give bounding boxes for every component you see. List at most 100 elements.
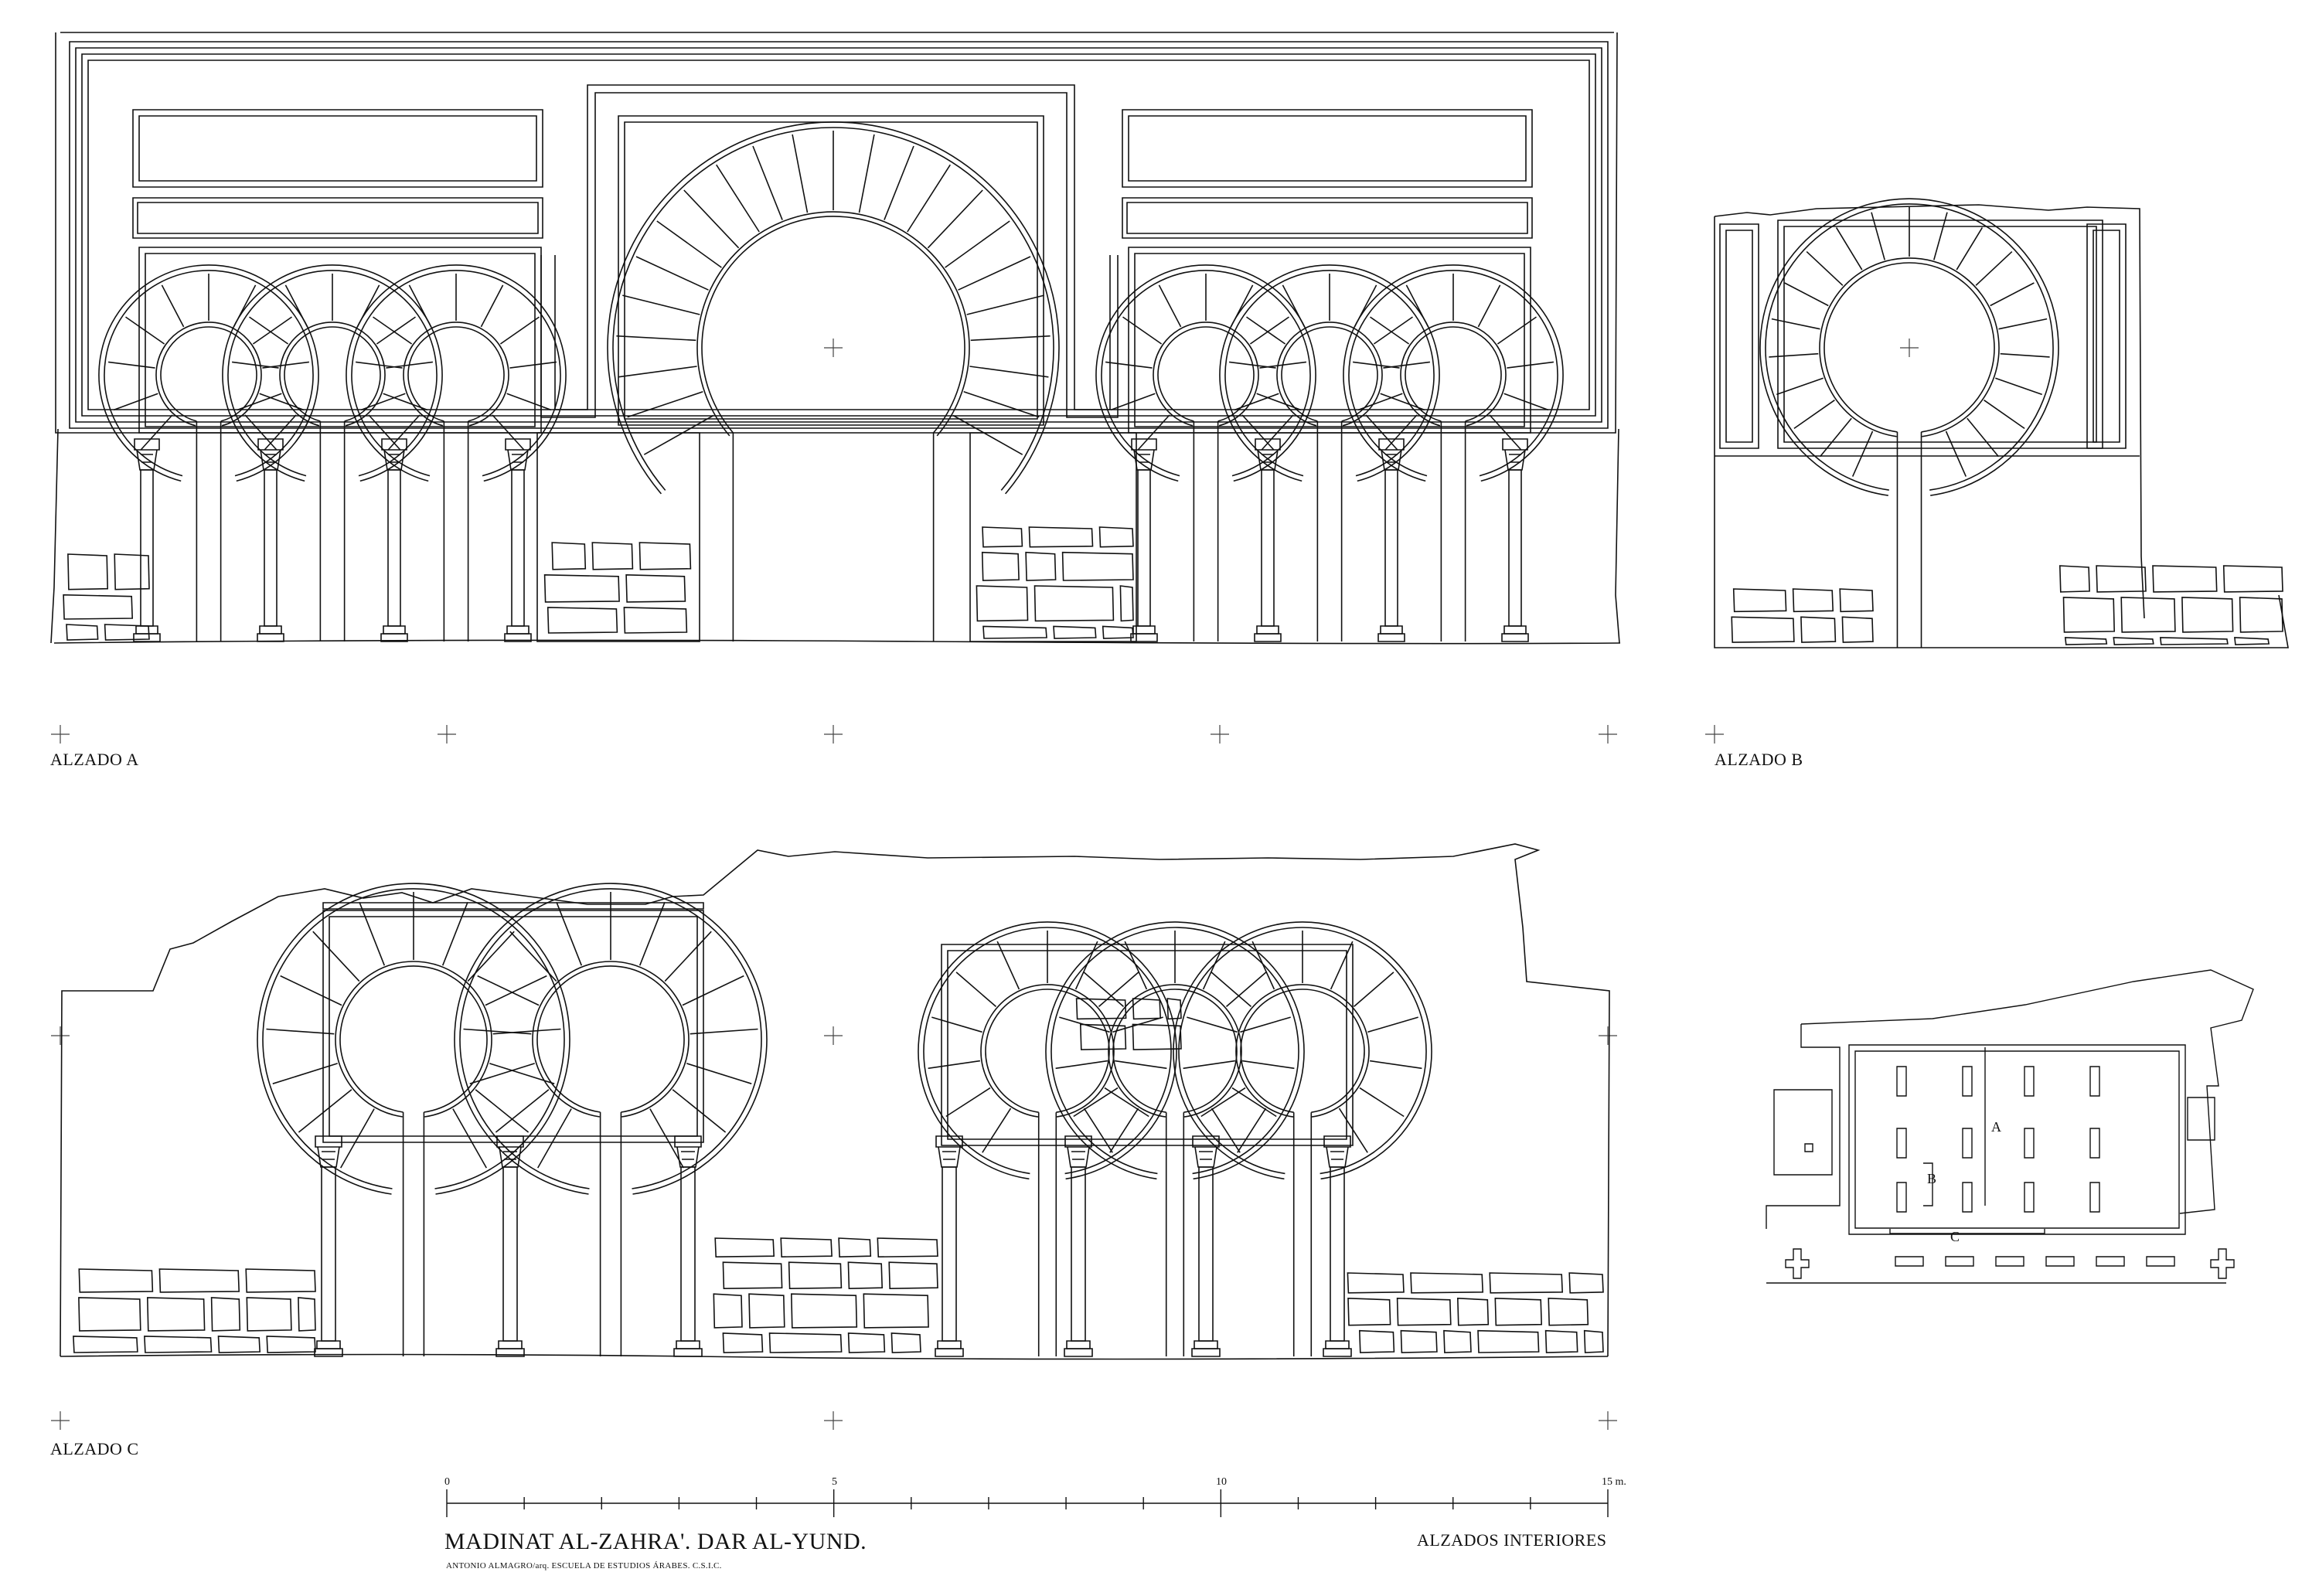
voussoir-joint (1794, 400, 1835, 429)
column-plinth (935, 1349, 963, 1356)
column-base (938, 1341, 961, 1349)
voussoir-joint (683, 976, 744, 1006)
voussoir-joint (1232, 1088, 1276, 1117)
arch-intrados-inner (335, 961, 492, 1117)
voussoir-joint (313, 931, 359, 981)
arch-extrados (104, 271, 313, 476)
voussoir-joint (250, 317, 288, 344)
column-abacus (1503, 439, 1527, 450)
voussoir-joint (1871, 213, 1885, 260)
masonry-stone (2065, 638, 2107, 645)
capital-detail (322, 1152, 335, 1159)
masonry-stone (877, 1238, 938, 1257)
column-plinth (1255, 634, 1281, 641)
voussoir-joint (908, 165, 951, 232)
voussoir-joint (1354, 972, 1394, 1007)
voussoir-joint (373, 317, 412, 344)
masonry-stone (781, 1238, 832, 1257)
column-plinth (1502, 634, 1528, 641)
voussoir-joint (1159, 285, 1180, 327)
voussoir-joint (1227, 972, 1266, 1007)
voussoir-joint (1507, 362, 1554, 368)
masonry-stone (1495, 1298, 1541, 1325)
voussoir-joint (1056, 1061, 1108, 1069)
arch-extrados (1349, 271, 1558, 476)
arch-intrados-inner (1108, 985, 1241, 1117)
scale-tick-label-15: 15 m. (1602, 1476, 1626, 1488)
column-plinth (315, 1349, 342, 1356)
voussoir-joint (245, 415, 277, 450)
masonry-stone (1411, 1273, 1483, 1293)
plan-annex-right (2188, 1097, 2215, 1140)
voussoir-joint (628, 392, 703, 417)
voussoir-joint (1252, 941, 1274, 989)
masonry-stone (1569, 1273, 1603, 1293)
arch-intrados-inner (981, 985, 1114, 1117)
column-abacus (1065, 1136, 1091, 1147)
masonry-stone (889, 1262, 938, 1288)
column-abacus (315, 1136, 342, 1147)
masonry-stone (1063, 553, 1133, 580)
panel-frame (942, 944, 1353, 1145)
voussoir-joint (285, 285, 307, 327)
plan-cross-pier (1786, 1249, 1809, 1278)
arch-intrados-inner (1236, 985, 1369, 1117)
masonry-stone (1398, 1298, 1451, 1325)
arch-intrados (986, 989, 1109, 1112)
column-abacus (1324, 1136, 1350, 1147)
voussoir-joint (673, 1090, 726, 1132)
arch-intrados-inner (156, 322, 261, 426)
column-shaft (322, 1167, 335, 1341)
plan-pier (1897, 1067, 1906, 1096)
column-plinth (496, 1349, 524, 1356)
masonry-stone (848, 1262, 882, 1288)
voussoir-joint (507, 393, 551, 410)
masonry-stone (219, 1336, 261, 1353)
masonry-stone (2096, 566, 2146, 592)
masonry-stone (1029, 527, 1092, 547)
masonry-stone (624, 607, 686, 633)
voussoir-joint (1785, 283, 1829, 306)
column-base (260, 626, 281, 634)
voussoir-joint (1956, 227, 1982, 270)
panel-frame (1135, 254, 1524, 427)
column-shaft (1138, 470, 1150, 626)
voussoir-joint (982, 1108, 1011, 1152)
voussoir-joint (1242, 1061, 1294, 1069)
arch-outer-band (1173, 922, 1432, 1179)
arch-intrados (340, 966, 487, 1112)
arch-intrados (1241, 989, 1364, 1112)
panel-frame (2087, 224, 2126, 448)
label-alzado-c: ALZADO C (50, 1439, 139, 1458)
masonry-stone (715, 1238, 774, 1257)
arch-outer-band (1343, 265, 1563, 481)
voussoir-joint (2001, 354, 2050, 357)
masonry-stone (105, 624, 149, 640)
column-capital (499, 1147, 521, 1167)
column-abacus (497, 1136, 523, 1147)
voussoir-joint (509, 362, 557, 368)
voussoir-joint (1990, 283, 2035, 306)
masonry-stone (298, 1298, 315, 1331)
arch-intrados-inner (1820, 258, 1999, 437)
alfiz-central-inner (555, 85, 1110, 410)
column-capital (1326, 1147, 1348, 1167)
voussoir-joint (1084, 972, 1123, 1007)
scale-bar (447, 1489, 1608, 1517)
column-base (507, 626, 529, 634)
voussoir-joint (510, 931, 557, 981)
masonry-stone (114, 554, 149, 590)
column-abacus (1255, 439, 1280, 450)
plan-annex (1774, 1090, 1832, 1175)
capital-detail (388, 454, 400, 462)
arch-intrados (537, 966, 684, 1112)
arch-extrados (352, 271, 560, 476)
voussoir-joint (557, 902, 581, 965)
arch-extrados (1102, 271, 1310, 476)
masonry-stone (723, 1333, 762, 1353)
arch-intrados-inner (280, 322, 385, 426)
panel-frame (1784, 226, 2096, 442)
masonry-stone (2113, 638, 2154, 645)
voussoir-joint (1967, 418, 1999, 457)
voussoir-joint (1366, 415, 1398, 450)
